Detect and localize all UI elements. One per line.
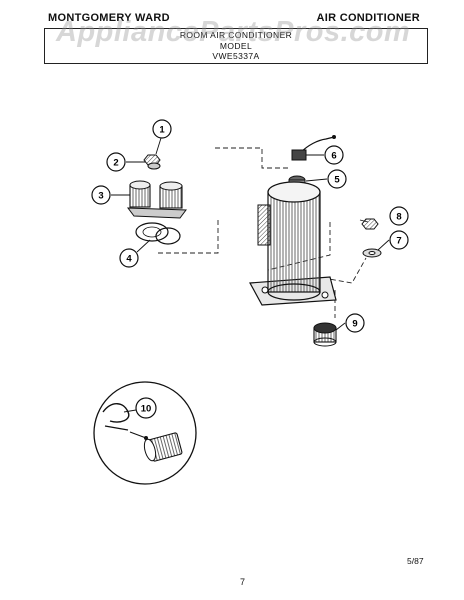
svg-text:1: 1 <box>159 125 165 136</box>
date-code: 5/87 <box>407 556 424 566</box>
capacitor-bracket <box>135 222 181 245</box>
svg-text:6: 6 <box>331 151 336 162</box>
svg-text:8: 8 <box>396 212 401 223</box>
callout-7: 7 <box>389 230 409 250</box>
svg-text:4: 4 <box>126 254 132 265</box>
svg-text:9: 9 <box>352 319 357 330</box>
svg-text:7: 7 <box>396 236 401 247</box>
callout-leaders <box>111 137 390 413</box>
callout-1: 1 <box>152 119 172 139</box>
callout-5: 5 <box>327 169 347 189</box>
watermark: AppliancePartsPros.com <box>56 16 411 48</box>
brand-name: MONTGOMERY WARD <box>48 12 170 24</box>
svg-text:5: 5 <box>334 175 340 186</box>
hardware-nut-right <box>361 218 379 230</box>
washer-left <box>147 162 161 170</box>
detail-inset <box>93 381 197 485</box>
svg-text:2: 2 <box>113 158 118 169</box>
callout-10: 10 <box>135 397 157 419</box>
page-number: 7 <box>240 577 246 587</box>
mounting-grommet <box>313 322 337 347</box>
callout-3: 3 <box>91 185 111 205</box>
svg-text:10: 10 <box>141 404 152 415</box>
title-line-model-label: MODEL <box>219 41 253 51</box>
compressor <box>249 181 337 306</box>
callout-6: 6 <box>324 145 344 165</box>
title-box: ROOM AIR CONDITIONER MODEL VWE5337A <box>44 28 428 64</box>
title-line-product: ROOM AIR CONDITIONER <box>179 30 293 40</box>
callout-8: 8 <box>389 206 409 226</box>
category-title: AIR CONDITIONER <box>316 12 420 24</box>
capacitor-assembly <box>126 180 187 219</box>
callout-4: 4 <box>119 248 139 268</box>
svg-text:3: 3 <box>98 191 103 202</box>
callout-9: 9 <box>345 313 365 333</box>
washer-right <box>362 248 382 258</box>
callout-2: 2 <box>106 152 126 172</box>
title-line-model-number: VWE5337A <box>212 51 260 61</box>
overload-protector <box>291 135 336 161</box>
